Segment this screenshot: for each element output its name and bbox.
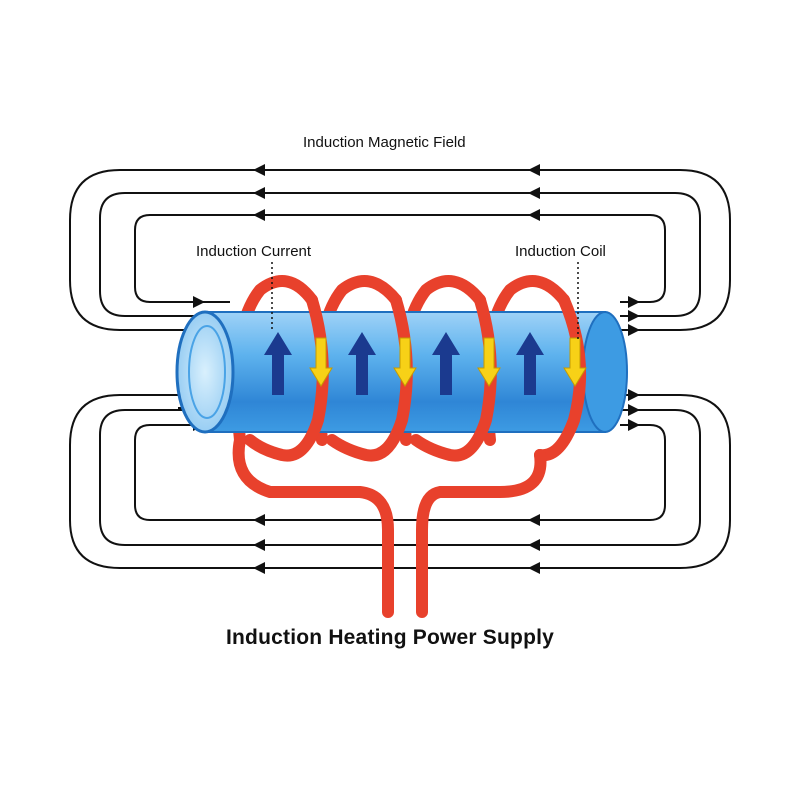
arrowhead-left-icon xyxy=(253,187,265,199)
field-loop-lower-inner xyxy=(134,424,666,521)
pipe-left-bore xyxy=(188,325,226,419)
coil-lead-left xyxy=(232,434,394,618)
induction-coil-label: Induction Coil xyxy=(515,243,606,260)
induction-current-label: Induction Current xyxy=(196,243,312,260)
arrowhead-left-icon xyxy=(528,209,540,221)
leader-lines xyxy=(271,262,579,340)
arrowhead-left-icon xyxy=(528,539,540,551)
field-loop-upper-middle xyxy=(99,192,701,317)
magnetic-field-lines xyxy=(69,169,731,569)
power-supply-label: Induction Heating Power Supply xyxy=(226,626,555,649)
arrowhead-right-icon xyxy=(628,324,640,336)
arrowhead-left-icon xyxy=(253,164,265,176)
field-loop-lower-outer xyxy=(69,394,731,569)
arrowhead-left-icon xyxy=(528,187,540,199)
arrow-up-icon xyxy=(264,332,292,395)
pipe-left-end xyxy=(175,310,235,434)
arrowhead-left-icon xyxy=(253,514,265,526)
magnetic-field-label: Induction Magnetic Field xyxy=(303,134,466,151)
arrow-down-icon xyxy=(477,337,501,387)
arrow-up-icon xyxy=(348,332,376,395)
coil-current-arrows xyxy=(309,337,587,387)
field-loop-lower-middle xyxy=(99,409,701,546)
coil-lead-right xyxy=(416,449,547,618)
arrowhead-left-icon xyxy=(528,164,540,176)
arrow-down-icon xyxy=(563,337,587,387)
field-loop-upper-outer xyxy=(69,169,731,331)
arrowhead-right-icon xyxy=(628,389,640,401)
arrowhead-left-icon xyxy=(528,562,540,574)
arrowhead-left-icon xyxy=(253,209,265,221)
arrow-up-icon xyxy=(432,332,460,395)
induced-current-arrows xyxy=(264,332,544,395)
pipe-right-end xyxy=(582,311,628,433)
arrowhead-right-icon xyxy=(628,419,640,431)
arrow-down-icon xyxy=(309,337,333,387)
arrow-down-icon xyxy=(393,337,417,387)
field-loop-upper-inner xyxy=(134,214,666,303)
arrowhead-left-icon xyxy=(253,562,265,574)
arrowhead-right-icon xyxy=(193,296,205,308)
coil-front-turn-4 xyxy=(534,294,587,462)
arrowhead-right-icon xyxy=(628,404,640,416)
arrowhead-left-icon xyxy=(528,514,540,526)
arrowhead-left-icon xyxy=(253,539,265,551)
arrow-up-icon xyxy=(516,332,544,395)
arrowhead-right-icon xyxy=(628,310,640,322)
arrowhead-right-icon xyxy=(628,296,640,308)
